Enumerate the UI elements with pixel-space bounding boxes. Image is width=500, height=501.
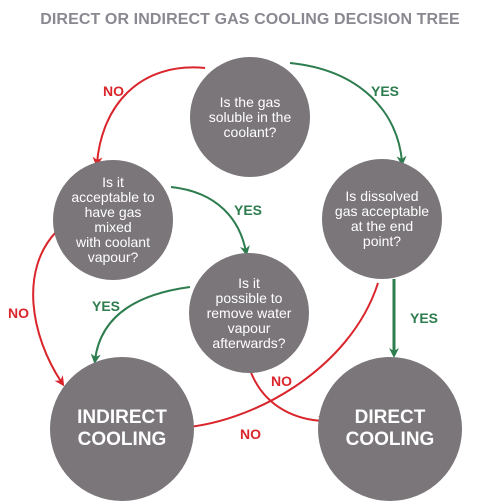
arrow-acceptable-yes (170, 186, 250, 256)
result-direct-cooling-text: DIRECT COOLING (345, 407, 435, 450)
question-dissolved-gas-text: Is dissolved gas acceptable at the end p… (334, 188, 430, 249)
arrow-acceptable-no (32, 231, 65, 387)
label-remove-yes: YES (92, 298, 121, 314)
question-remove-vapour: Is it possible to remove water vapour af… (189, 253, 309, 373)
label-remove-no: NO (271, 373, 292, 389)
arrow-remove-yes (90, 286, 191, 364)
arrow-remove-no (249, 369, 328, 426)
label-dissolved-yes: YES (410, 310, 439, 326)
label-soluble-no: NO (103, 83, 124, 99)
question-acceptable-mixed-text: Is it acceptable to have gas mixed with … (71, 174, 155, 265)
question-acceptable-mixed: Is it acceptable to have gas mixed with … (53, 160, 173, 280)
label-acceptable-yes: YES (234, 202, 263, 218)
label-soluble-yes: YES (371, 83, 400, 99)
question-gas-soluble-text: Is the gas soluble in the coolant? (208, 93, 292, 140)
question-dissolved-gas: Is dissolved gas acceptable at the end p… (322, 159, 442, 279)
arrow-soluble-yes (289, 62, 407, 166)
result-direct-cooling: DIRECT COOLING (318, 357, 462, 501)
question-gas-soluble: Is the gas soluble in the coolant? (190, 57, 310, 177)
result-indirect-cooling-text: INDIRECT COOLING (77, 407, 167, 450)
arrow-soluble-no (92, 66, 206, 167)
label-acceptable-no: NO (8, 305, 29, 321)
question-remove-vapour-text: Is it possible to remove water vapour af… (206, 274, 292, 351)
arrow-dissolved-no (172, 282, 379, 433)
result-indirect-cooling: INDIRECT COOLING (50, 357, 194, 501)
label-dissolved-no: NO (240, 426, 261, 442)
diagram-title: DIRECT OR INDIRECT GAS COOLING DECISION … (40, 11, 460, 28)
